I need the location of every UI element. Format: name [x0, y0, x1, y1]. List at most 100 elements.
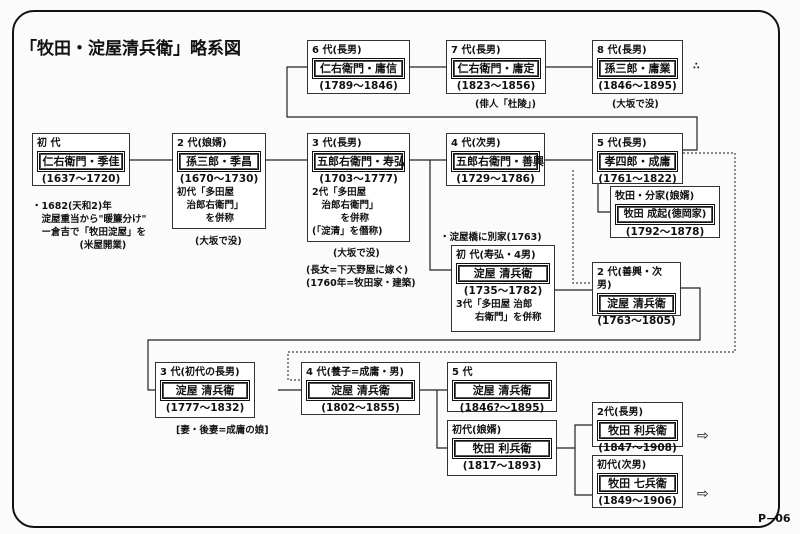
extra-line: を併称 — [177, 213, 235, 224]
line-n5-n6 — [286, 66, 698, 151]
note-yodoya-gen3: [妻・後妻=成庸の娘] — [176, 425, 269, 436]
gen-label: 4 代(養子=成庸・男) — [306, 367, 404, 378]
note-yodoya-branch: ・淀屋橋に別家(1763) — [440, 232, 542, 243]
line-n3-y1 — [429, 160, 451, 271]
note-line: ー倉吉で「牧田淀屋」を — [32, 227, 147, 238]
note-gen8: (大坂で没) — [612, 99, 659, 110]
life-dates: (1729〜1786) — [456, 173, 535, 185]
note-line: (米屋開業) — [32, 240, 127, 251]
continuation-arrow-icon: ⇨ — [697, 486, 709, 502]
gen-label: 8 代(長男) — [597, 45, 647, 56]
gen-label: 牧田・分家(娘婿) — [615, 191, 695, 202]
node-gen2: 2 代(娘婿) 孫三郎・季昌 (1670〜1730) 初代「多田屋 治郎右衛門」… — [172, 133, 266, 229]
extra-line: 初代「多田屋 — [177, 187, 235, 198]
extra-line: 治郎右衛門」 — [312, 200, 379, 211]
node-makita-shichihei-gen1: 初代(次男) 牧田 七兵衛 (1849〜1906) — [592, 455, 683, 508]
life-dates: (1670〜1730) — [179, 173, 259, 185]
extra-line: 2代「多田屋 — [312, 187, 367, 198]
extra-line: 3代「多田屋 治郎 — [456, 299, 533, 310]
note-line: 淀屋重当から"暖簾分け" — [32, 214, 147, 225]
note-gen1: ・1682(天和2)年 淀屋重当から"暖簾分け" ー倉吉で「牧田淀屋」を (米屋… — [32, 200, 146, 252]
life-dates: (1703〜1777) — [319, 173, 398, 185]
person-name: 五郎右衛門・寿弘 — [312, 151, 405, 172]
gen-label: 4 代(次男) — [451, 138, 501, 149]
node-gen3: 3 代(長男) 五郎右衛門・寿弘 (1703〜1777) 2代「多田屋 治郎右衛… — [307, 133, 410, 242]
person-name: 牧田 利兵衛 — [597, 420, 678, 441]
line-n5-bunke — [597, 184, 610, 213]
person-name: 牧田 七兵衛 — [597, 473, 678, 494]
life-dates: (1792〜1878) — [625, 226, 705, 238]
dotted-n5-y4 — [287, 152, 736, 381]
person-name: 淀屋 清兵衛 — [452, 380, 552, 401]
life-dates: (1847〜1908) — [598, 442, 677, 454]
life-dates: (1761〜1822) — [598, 173, 677, 185]
gen-label: 3 代(長男) — [312, 138, 362, 149]
note-line: ・1682(天和2)年 — [32, 201, 112, 212]
node-yodoya-gen4: 4 代(養子=成庸・男) 淀屋 清兵衛 (1802〜1855) — [301, 362, 420, 415]
line-y2-y3 — [147, 287, 701, 391]
life-dates: (1817〜1893) — [462, 460, 542, 472]
person-name: 牧田 利兵衛 — [452, 438, 552, 459]
page-number: P−06 — [758, 512, 791, 525]
person-name: 仁右衛門・季佳 — [37, 151, 125, 172]
extra-line: 治郎右衛門」 — [177, 200, 244, 211]
person-name: 淀屋 清兵衛 — [160, 380, 250, 401]
person-name: 仁右衛門・庸定 — [451, 58, 541, 79]
person-name: 仁右衛門・庸信 — [312, 58, 405, 79]
node-yodoya-gen3: 3 代(初代の長男) 淀屋 清兵衛 (1777〜1832) — [155, 362, 255, 418]
life-dates: (1823〜1856) — [456, 80, 536, 92]
dotted-n5-y2 — [572, 170, 592, 284]
gen-label: 5 代(長男) — [597, 138, 647, 149]
note-gen7: (俳人「杜陵」) — [475, 99, 536, 110]
node-makita-rihei-gen2: 2代(長男) 牧田 利兵衛 (1847〜1908) — [592, 402, 683, 454]
person-name: 五郎右衛門・善興 — [451, 151, 544, 172]
life-dates: (1763〜1805) — [597, 315, 676, 327]
note-gen3: (大坂で没) — [333, 248, 380, 259]
extra-line: (「淀清」を僭称) — [312, 226, 383, 237]
gen-label: 初代(娘婿) — [452, 425, 502, 436]
person-name: 孝四郎・成庸 — [597, 151, 678, 172]
gen-label: 3 代(初代の長男) — [160, 367, 240, 378]
gen-label: 2 代(娘婿) — [177, 138, 227, 149]
node-yodoya-gen1: 初 代(寿弘・4男) 淀屋 清兵衛 (1735〜1782) 3代「多田屋 治郎 … — [451, 245, 555, 332]
gen-label: 初 代 — [37, 138, 61, 149]
extra-line: を併称 — [312, 213, 370, 224]
node-gen5: 5 代(長男) 孝四郎・成庸 (1761〜1822) — [592, 133, 683, 185]
gen-label: 5 代 — [452, 367, 473, 378]
gen-label: 7 代(長男) — [451, 45, 501, 56]
person-name: 淀屋 清兵衛 — [597, 293, 676, 314]
node-makita-bunke: 牧田・分家(娘婿) 牧田 成起(徳岡家) (1792〜1878) — [610, 186, 720, 238]
life-dates: (1637〜1720) — [41, 173, 121, 185]
node-gen4: 4 代(次男) 五郎右衛門・善興 (1729〜1786) — [446, 133, 545, 186]
life-dates: (1846〜1895) — [598, 80, 677, 92]
note-gen3-family: (長女=下天野屋に嫁ぐ) (1760年=牧田家・建築) — [306, 264, 416, 290]
node-gen1: 初 代 仁右衛門・季佳 (1637〜1720) — [32, 133, 130, 186]
life-dates: (1849〜1906) — [598, 495, 677, 507]
continuation-mark: ∴ — [693, 61, 700, 72]
gen-label: 初代(次男) — [597, 460, 647, 471]
node-gen8: 8 代(長男) 孫三郎・庸業 (1846〜1895) — [592, 40, 683, 94]
continuation-arrow-icon: ⇨ — [697, 428, 709, 444]
note-line: (長女=下天野屋に嫁ぐ) — [306, 265, 409, 276]
node-gen6: 6 代(長男) 仁右衛門・庸信 (1789〜1846) — [307, 40, 410, 94]
node-gen7: 7 代(長男) 仁右衛門・庸定 (1823〜1856) — [446, 40, 546, 94]
person-name: 孫三郎・季昌 — [177, 151, 261, 172]
person-name: 牧田 成起(徳岡家) — [615, 204, 715, 225]
life-dates: (1777〜1832) — [165, 402, 245, 414]
person-name: 孫三郎・庸業 — [597, 58, 678, 79]
gen-label: 初 代(寿弘・4男) — [456, 250, 536, 261]
node-yodoya-gen5: 5 代 淀屋 清兵衛 (1846?〜1895) — [447, 362, 557, 414]
gen-label: 6 代(長男) — [312, 45, 362, 56]
gen-label: 2代(長男) — [597, 407, 644, 418]
note-gen2: (大坂で没) — [195, 236, 242, 247]
line-y4-children — [420, 389, 447, 449]
diagram-title: 「牧田・淀屋清兵衛」略系図 — [20, 39, 241, 59]
life-dates: (1802〜1855) — [321, 402, 400, 414]
gen-label: 2 代(善興・次男) — [597, 267, 663, 291]
extra-line: 右衛門」を併称 — [456, 312, 542, 323]
diagram-frame — [12, 10, 780, 528]
line-m1-children — [557, 424, 592, 496]
life-dates: (1846?〜1895) — [459, 402, 545, 414]
note-line: (1760年=牧田家・建築) — [306, 278, 416, 289]
